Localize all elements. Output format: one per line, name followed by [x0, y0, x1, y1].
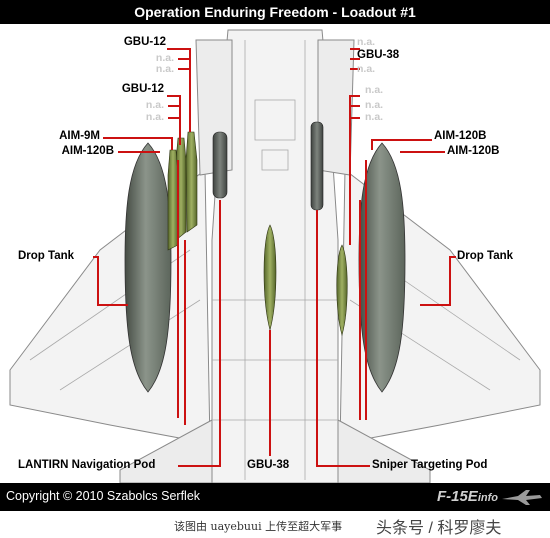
- gbu-12-left-stack: [167, 131, 198, 251]
- label-na: n.a.: [145, 111, 164, 123]
- leader-gbu12-mid: [167, 95, 181, 145]
- label-aim120b-left: AIM-120B: [61, 145, 114, 157]
- leader-drop-tank-left: [93, 256, 128, 306]
- label-drop-tank-left: Drop Tank: [18, 250, 75, 262]
- label-na: n.a.: [365, 111, 384, 123]
- brand-suffix: info: [477, 492, 498, 504]
- label-aim120b-right-1: AIM-120B: [434, 130, 487, 142]
- label-na: n.a.: [155, 63, 174, 75]
- label-na: n.a.: [145, 99, 164, 111]
- copyright-text: Copyright © 2010 Szabolcs Serflek: [6, 489, 201, 503]
- watermark-strip: 该图由 uayebuui 上传至超大军事 头条号 / 科罗廖夫: [0, 511, 550, 538]
- label-gbu38-center: GBU-38: [247, 459, 290, 471]
- source-tag: 头条号 / 科罗廖夫: [376, 520, 502, 537]
- left-stabilizer: [119, 419, 213, 483]
- diagram-title: Operation Enduring Freedom - Loadout #1: [0, 0, 550, 24]
- label-gbu12-top: GBU-12: [123, 36, 166, 48]
- sniper-pod: [310, 121, 324, 211]
- label-drop-tank-right: Drop Tank: [457, 250, 514, 262]
- label-sniper: Sniper Targeting Pod: [372, 459, 488, 471]
- gbu-38-right: [336, 244, 348, 337]
- label-na: n.a.: [357, 36, 376, 48]
- upload-note: 该图由 uayebuui 上传至超大军事: [174, 520, 343, 533]
- gbu-12-bomb: [185, 131, 198, 233]
- label-lantirn: LANTIRN Navigation Pod: [18, 459, 156, 471]
- brand-logo: F-15Einfo: [437, 488, 498, 505]
- leader-lantirn: [178, 200, 221, 467]
- aircraft-underside-drawing: [9, 29, 541, 483]
- footer-bar: Copyright © 2010 Szabolcs Serflek F-15Ei…: [0, 483, 550, 511]
- jet-icon: [502, 490, 542, 505]
- label-gbu12-mid: GBU-12: [121, 83, 164, 95]
- leader-aim9m: [103, 137, 173, 150]
- right-stabilizer: [337, 419, 431, 483]
- leader-gbu12-top: [167, 48, 191, 132]
- label-aim120b-right-2: AIM-120B: [447, 145, 500, 157]
- label-aim9m: AIM-9M: [59, 130, 100, 142]
- leader-na-right: [349, 95, 360, 245]
- right-intake: [317, 39, 355, 176]
- label-na: n.a.: [365, 99, 384, 111]
- label-gbu38-top: GBU-38: [357, 49, 400, 61]
- label-na: n.a.: [357, 63, 376, 75]
- gbu-12-bomb: [167, 149, 179, 251]
- leader-sniper: [316, 210, 370, 467]
- left-drop-tank: [124, 142, 172, 393]
- leader-lines: [93, 48, 456, 467]
- label-na: n.a.: [155, 52, 174, 64]
- lantirn-pod: [212, 131, 228, 199]
- leader-aim120b-right-1: [371, 139, 432, 150]
- brand-name: F-15E: [436, 488, 478, 505]
- leader-drop-tank-right: [420, 256, 456, 306]
- label-na: n.a.: [365, 84, 384, 96]
